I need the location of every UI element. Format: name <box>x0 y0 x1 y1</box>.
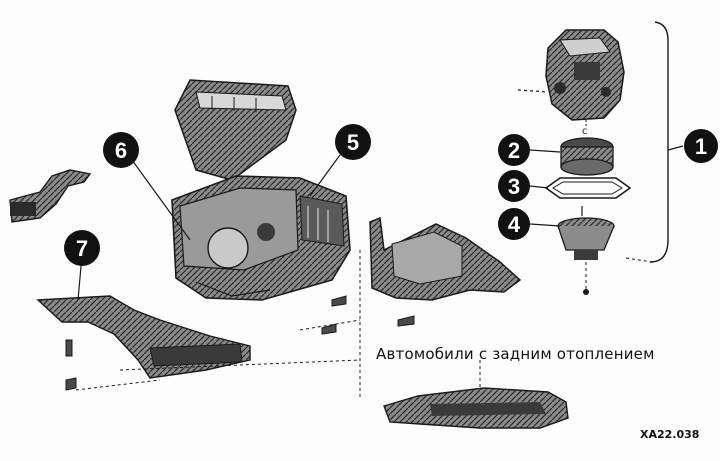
callout-6-label: 6 <box>115 138 127 163</box>
side-air-duct <box>369 216 522 301</box>
rear-heater-duct <box>383 387 569 429</box>
blower-motor <box>557 206 653 295</box>
callout-2: 2 <box>498 134 530 166</box>
gasket-ring <box>544 177 632 199</box>
callout-1: 1 <box>684 129 718 163</box>
callout-3: 3 <box>498 170 530 202</box>
mounting-screws <box>65 295 415 391</box>
callout-3-label: 3 <box>508 174 520 199</box>
callout-1-label: 1 <box>695 134 707 159</box>
upper-air-duct <box>174 79 297 181</box>
svg-text:c: c <box>582 126 588 137</box>
callout-5: 5 <box>335 124 371 160</box>
callout-2-label: 2 <box>508 138 520 163</box>
callout-7-label: 7 <box>76 236 88 261</box>
outlet-duct <box>9 169 92 223</box>
figure-code: XA22.038 <box>640 428 700 441</box>
blower-motor-housing <box>517 29 625 128</box>
group-bracket <box>649 21 669 263</box>
heater-housing <box>171 175 351 301</box>
leader-lines <box>77 145 684 301</box>
callout-4: 4 <box>498 208 530 240</box>
assembly-lines <box>75 250 481 400</box>
callout-5-label: 5 <box>347 130 359 155</box>
rear-heating-caption: Автомобили с задним отоплением <box>376 345 655 363</box>
callout-4-label: 4 <box>508 212 521 237</box>
callout-6: 6 <box>103 132 139 168</box>
blower-fan-wheel: c <box>560 126 614 176</box>
callout-7: 7 <box>64 230 100 266</box>
